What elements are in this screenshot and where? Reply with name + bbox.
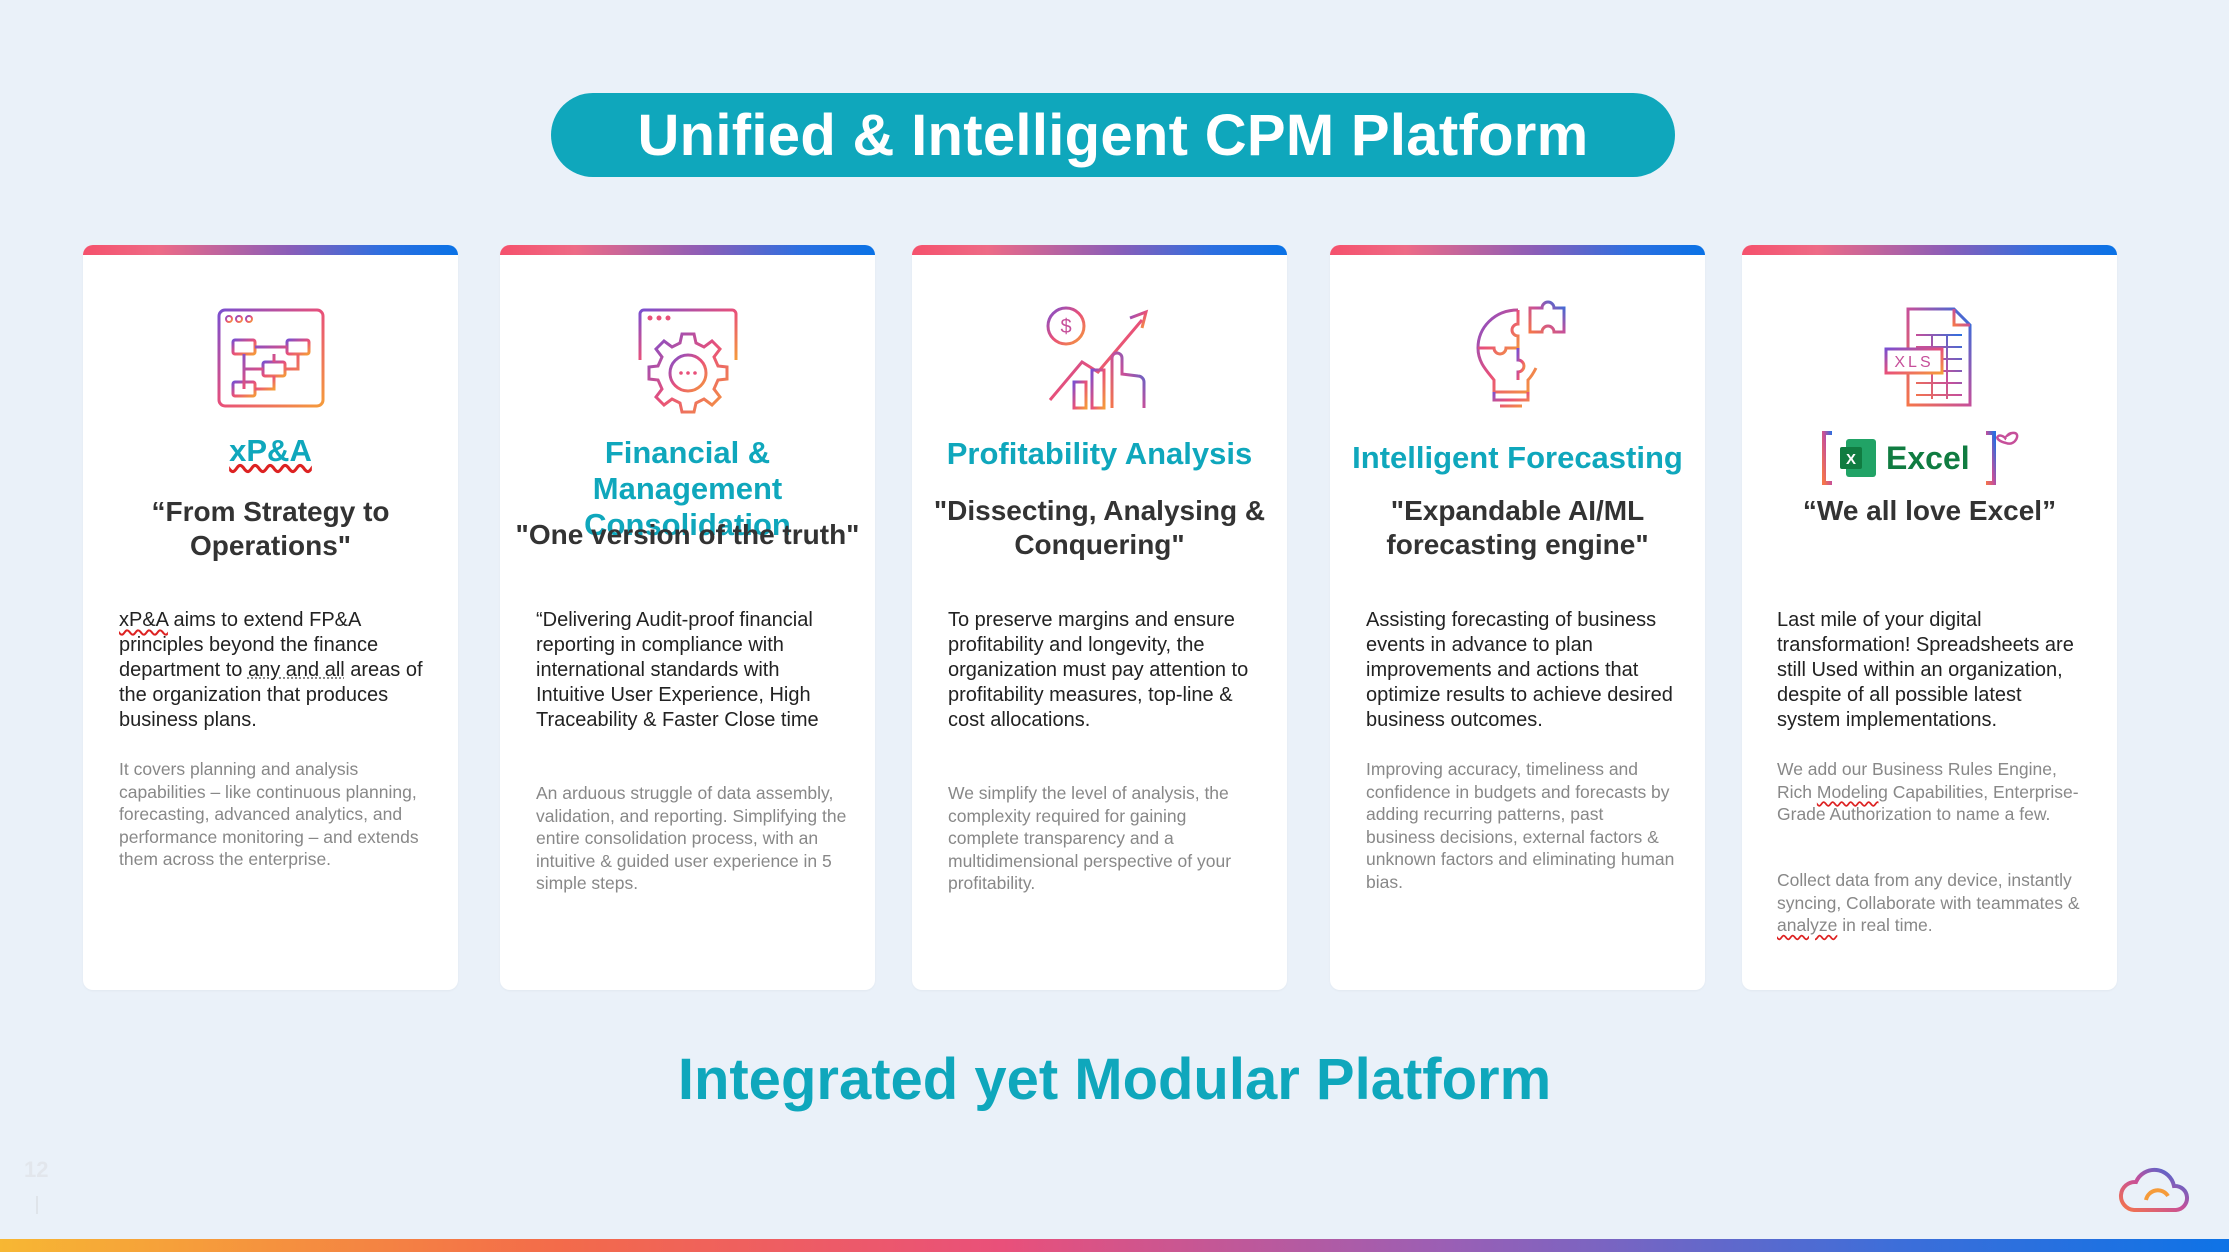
page-title-text: Unified & Intelligent CPM Platform [637, 102, 1589, 168]
card-profitability: $ Profitability Analysis "Dissecting, An… [912, 245, 1287, 990]
card-accent-bar [500, 245, 875, 255]
page-title: Unified & Intelligent CPM Platform [551, 93, 1675, 177]
card-note: We simplify the level of analysis, the c… [948, 783, 1232, 893]
desc-text-end: areas of the organization that produces … [119, 659, 423, 731]
card-consolidation: Financial & Management Consolidation "On… [500, 245, 875, 990]
excel-badge-letter: X [1845, 451, 1855, 468]
card-quote: "Dissecting, Analysing & Conquering" [933, 495, 1266, 560]
growth-chart-icon: $ [1042, 300, 1158, 416]
card-accent-bar [1330, 245, 1705, 255]
page-number: 12 [24, 1157, 49, 1182]
card-accent-bar [912, 245, 1287, 255]
card-title[interactable]: xP&A [93, 433, 448, 469]
workflow-icon [213, 300, 329, 416]
card-description: Assisting forecasting of business events… [1366, 609, 1673, 731]
card-excel: XLS X Excel “We all love Excel” Last mil… [1742, 245, 2117, 990]
card-quote: "One version of the truth" [515, 519, 860, 550]
note-text: Collect data from any device, instantly … [1777, 870, 2080, 913]
card-title-text[interactable]: xP&A [229, 433, 312, 468]
page-divider [36, 1196, 38, 1214]
xls-file-icon: XLS [1880, 305, 1980, 409]
card-forecasting: Intelligent Forecasting "Expandable AI/M… [1330, 245, 1705, 990]
xls-label: XLS [1894, 354, 1933, 371]
xpa-term: xP&A [119, 609, 168, 631]
desc-text: aims to extend FP&A principles beyond th… [119, 609, 379, 681]
card-description: xP&A aims to extend FP&A principles beyo… [119, 608, 428, 733]
card-note-2: Collect data from any device, instantly … [1777, 869, 2089, 937]
card-description: To preserve margins and ensure profitabi… [948, 609, 1249, 731]
excel-logo: X Excel [1820, 425, 2040, 489]
card-note: An arduous struggle of data assembly, va… [536, 783, 847, 893]
svg-text:$: $ [1060, 316, 1071, 338]
gear-window-icon [630, 300, 746, 416]
bottom-gradient-bar [0, 1239, 2229, 1252]
card-title: Financial & Management Consolidation [584, 435, 791, 542]
card-note: It covers planning and analysis capabili… [119, 759, 419, 869]
card-accent-bar [1742, 245, 2117, 255]
cloud-logo-icon [2116, 1160, 2196, 1220]
note-underlined: Modeling [1816, 781, 1888, 802]
card-description: Last mile of your digital transformation… [1777, 609, 2074, 731]
card-title: Profitability Analysis [946, 436, 1253, 471]
card-note: Improving accuracy, timeliness and confi… [1366, 759, 1675, 892]
card-quote: "Expandable AI/ML forecasting engine" [1386, 495, 1649, 560]
note-text-end: Capabilities, Enterprise-Grade Authoriza… [1777, 781, 2079, 825]
card-quote: “We all love Excel” [1802, 495, 2057, 526]
card-xpa: xP&A “From Strategy to Operations" xP&A … [83, 245, 458, 990]
card-note: We add our Business Rules Engine, Rich M… [1777, 758, 2089, 826]
card-title: Intelligent Forecasting [1352, 440, 1683, 475]
card-description: “Delivering Audit-proof financial report… [536, 609, 819, 731]
note-underlined: analyze [1777, 915, 1838, 935]
card-quote: “From Strategy to Operations" [151, 496, 390, 561]
footer-title: Integrated yet Modular Platform [677, 1047, 1552, 1112]
note-text-end: in real time. [1837, 915, 1933, 935]
desc-underlined: any and all [247, 659, 345, 681]
note-text: We add our Business Rules Engine, Rich [1777, 759, 2057, 802]
excel-word: Excel [1886, 440, 1970, 476]
puzzle-bulb-icon [1460, 300, 1576, 416]
card-accent-bar [83, 245, 458, 255]
